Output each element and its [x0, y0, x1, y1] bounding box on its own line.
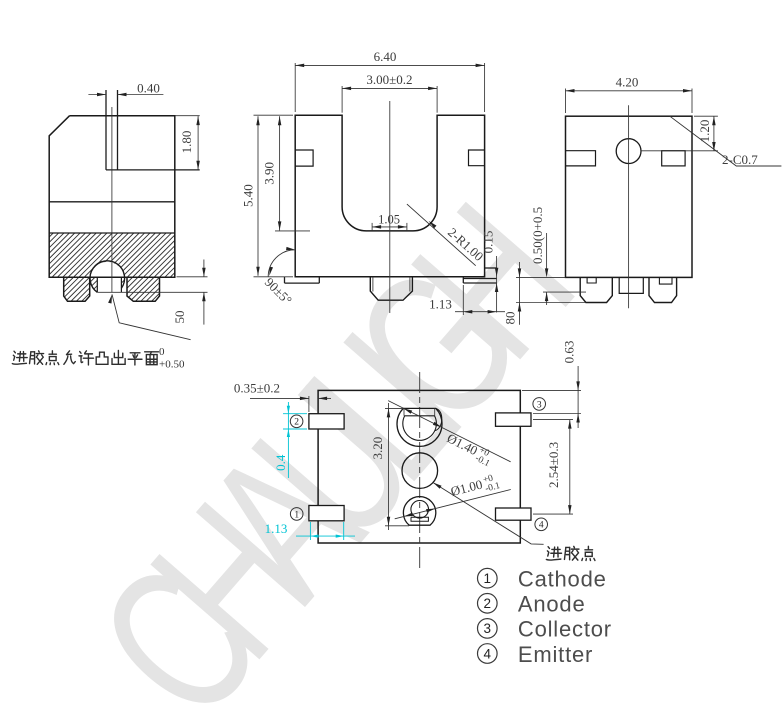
svg-text:0.40: 0.40	[137, 81, 160, 96]
svg-text:+0.50: +0.50	[159, 359, 185, 371]
svg-text:4: 4	[539, 521, 544, 531]
svg-text:2: 2	[294, 418, 299, 428]
svg-text:1: 1	[484, 571, 492, 586]
svg-text:0.63: 0.63	[562, 341, 577, 364]
svg-text:50: 50	[172, 311, 187, 324]
svg-text:0.35±0.2: 0.35±0.2	[234, 381, 280, 396]
svg-text:1.13: 1.13	[429, 297, 452, 312]
svg-text:0.50(0+0.5: 0.50(0+0.5	[530, 207, 545, 264]
svg-text:Emitter: Emitter	[518, 642, 593, 667]
svg-text:4: 4	[484, 646, 492, 661]
svg-text:0.4: 0.4	[273, 454, 288, 471]
svg-text:2.54±0.3: 2.54±0.3	[546, 442, 561, 488]
svg-text:Cathode: Cathode	[518, 567, 607, 592]
svg-text:0: 0	[159, 346, 165, 358]
svg-text:-0.1: -0.1	[484, 481, 501, 494]
svg-text:0.15: 0.15	[481, 231, 496, 254]
svg-text:1: 1	[294, 510, 299, 520]
svg-text:3: 3	[537, 400, 542, 410]
svg-text:90±5°: 90±5°	[262, 275, 295, 308]
svg-text:3.20: 3.20	[370, 437, 385, 460]
svg-text:4.20: 4.20	[616, 75, 639, 90]
svg-text:5.40: 5.40	[240, 184, 255, 207]
svg-text:2: 2	[484, 596, 492, 611]
svg-text:1.05: 1.05	[378, 213, 400, 227]
svg-text:2-C0.7: 2-C0.7	[722, 152, 758, 167]
svg-text:1.80: 1.80	[179, 131, 194, 154]
svg-text:+0: +0	[477, 445, 491, 459]
svg-text:80: 80	[503, 312, 518, 325]
svg-text:+0: +0	[482, 473, 494, 485]
svg-text:1.13: 1.13	[265, 521, 288, 536]
svg-text:Collector: Collector	[518, 617, 612, 642]
svg-text:6.40: 6.40	[374, 49, 397, 64]
svg-text:3.00±0.2: 3.00±0.2	[366, 72, 412, 87]
svg-text:1.20: 1.20	[697, 120, 712, 143]
svg-text:3: 3	[484, 621, 492, 636]
svg-text:3.90: 3.90	[262, 162, 277, 185]
svg-text:Anode: Anode	[518, 592, 586, 617]
